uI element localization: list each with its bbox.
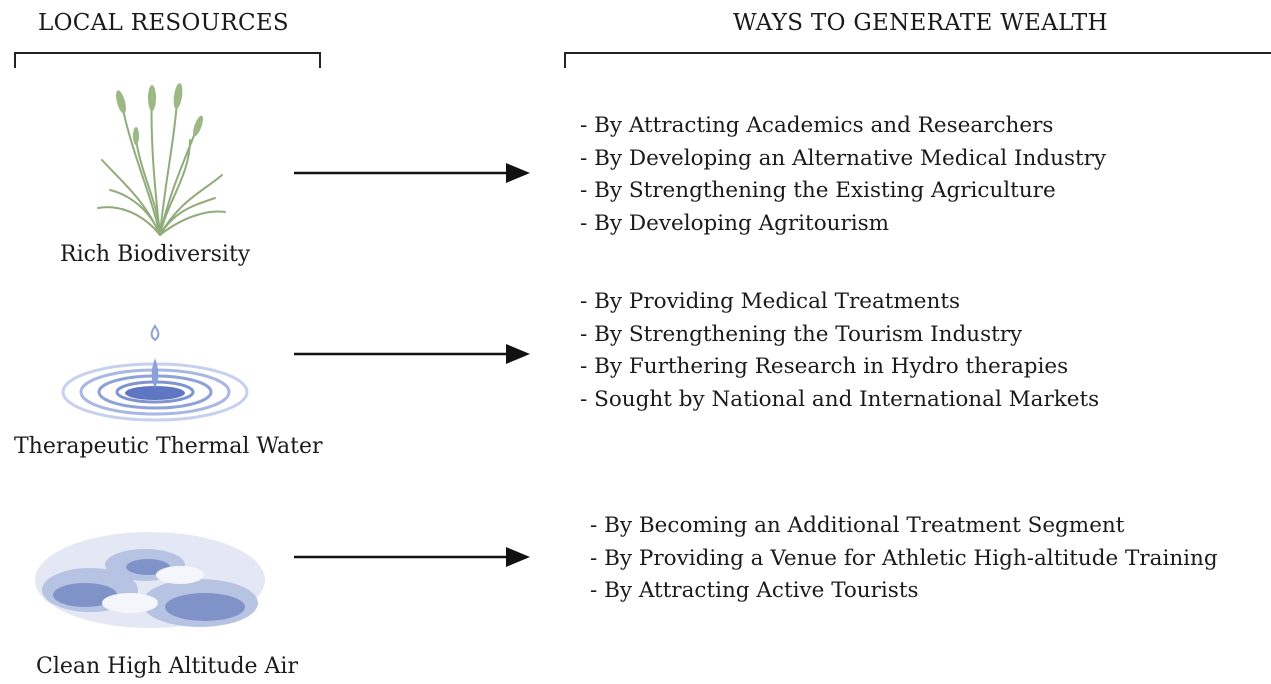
list-item: - By Attracting Academics and Researcher… <box>580 113 1054 138</box>
list-item: - By Developing Agritourism <box>580 210 890 236</box>
arrow-high-altitude-air <box>294 547 530 567</box>
ways-list-biodiversity: - By Attracting Academics and Researcher… <box>580 110 1106 240</box>
resource-label-biodiversity: Rich Biodiversity <box>60 242 251 267</box>
resource-label-high-altitude-air: Clean High Altitude Air <box>36 654 298 679</box>
ways-list-thermal-water: - By Providing Medical Treatments - By S… <box>580 286 1099 416</box>
ways-to-generate-wealth-header: WAYS TO GENERATE WEALTH <box>733 10 1108 36</box>
list-item: - By Becoming an Additional Treatment Se… <box>590 513 1125 538</box>
ways-list-high-altitude-air: - By Becoming an Additional Treatment Se… <box>590 510 1218 608</box>
local-resources-header: LOCAL RESOURCES <box>38 10 289 36</box>
arrow-thermal-water <box>294 344 530 364</box>
list-item: - By Developing an Alternative Medical I… <box>580 145 1107 171</box>
ways-to-generate-wealth-bracket <box>564 52 1271 68</box>
list-item: - By Strengthening the Tourism Industry <box>580 321 1023 347</box>
list-item: - By Furthering Research in Hydro therap… <box>580 354 1069 379</box>
list-item: - By Providing Medical Treatments <box>580 289 961 314</box>
clouds-icon <box>35 532 265 628</box>
list-item: - Sought by National and International M… <box>580 386 1100 412</box>
list-item: - By Strengthening the Existing Agricult… <box>580 178 1056 203</box>
local-resources-bracket <box>14 52 321 68</box>
resource-label-thermal-water: Therapeutic Thermal Water <box>14 434 323 459</box>
water-drop-ripple-icon <box>61 324 249 422</box>
grass-plant-icon <box>97 83 226 236</box>
list-item: - By Attracting Active Tourists <box>590 578 919 603</box>
arrow-biodiversity <box>294 163 530 183</box>
list-item: - By Providing a Venue for Athletic High… <box>590 545 1218 571</box>
